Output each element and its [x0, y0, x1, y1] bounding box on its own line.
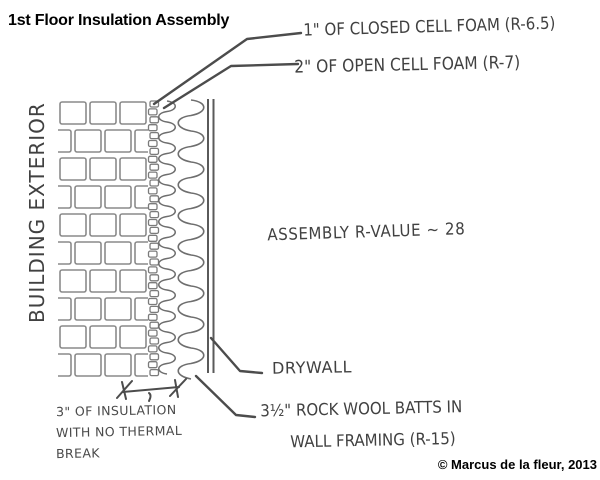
leader-rock-wool — [194, 374, 257, 419]
closed-cell-foam-layer — [147, 100, 160, 377]
page-title: 1st Floor Insulation Assembly — [8, 12, 230, 29]
leader-closed-cell-foam — [152, 31, 303, 106]
dimension-marker-3in-insulation — [116, 378, 187, 402]
insulation-note: 3" OF INSULATION WITH NO THERMAL BREAK — [56, 400, 182, 463]
insulation-note-line2: WITH NO THERMAL — [55, 422, 183, 441]
drywall-layer — [207, 99, 215, 373]
label-rock-wool-line2: WALL FRAMING (R-15) — [290, 428, 456, 452]
leader-open-cell-foam — [162, 62, 300, 110]
label-building-exterior: BUILDING EXTERIOR — [25, 102, 49, 323]
rock-wool-batt-layer — [177, 99, 205, 380]
open-cell-foam-layer — [158, 100, 176, 375]
insulation-note-line1: 3" OF INSULATION — [55, 401, 177, 420]
leader-drywall — [209, 336, 264, 375]
label-drywall: DRYWALL — [271, 357, 353, 378]
copyright-notice: © Marcus de la fleur, 2013 — [437, 457, 597, 472]
brick-veneer-layer — [58, 100, 148, 378]
insulation-note-line3: BREAK — [55, 445, 101, 462]
label-rock-wool-line1: 3½" ROCK WOOL BATTS IN — [260, 396, 463, 421]
